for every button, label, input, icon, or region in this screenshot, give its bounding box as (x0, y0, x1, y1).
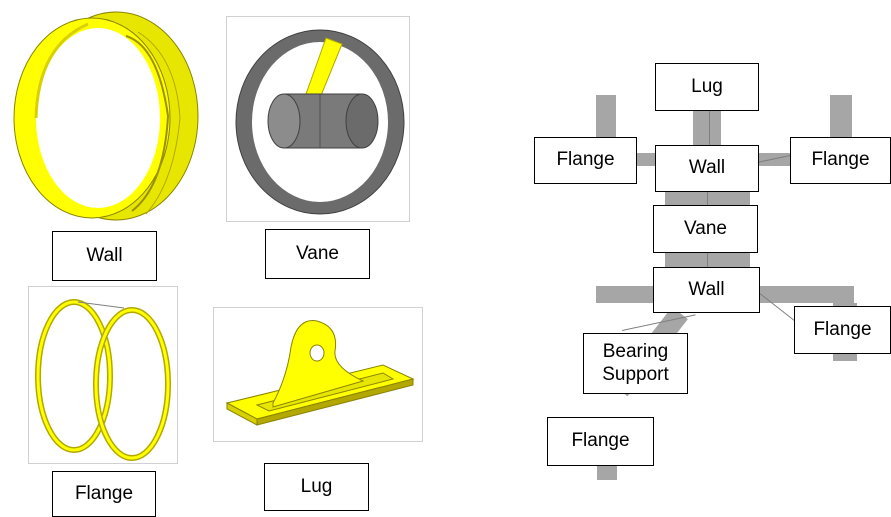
assembly-bearing-support: Bearing Support (583, 333, 688, 394)
wall-part-render (8, 6, 200, 224)
flange-part-render (28, 286, 178, 464)
assembly-flange-left: Flange (534, 137, 637, 184)
assembly-vane: Vane (653, 205, 758, 253)
connector-line (707, 253, 708, 267)
vane-part-label: Vane (265, 229, 370, 279)
wall-part-label: Wall (52, 231, 157, 281)
connector (693, 111, 721, 145)
connector-line (709, 111, 710, 147)
vane-part-render (226, 16, 410, 222)
lug-part-render (213, 307, 423, 442)
assembly-flange-lower-right: Flange (794, 306, 891, 354)
assembly-lug: Lug (655, 63, 759, 111)
flange-part-label: Flange (52, 471, 156, 517)
assembly-wall-top: Wall (655, 145, 759, 192)
lug-part-label: Lug (264, 463, 369, 511)
connector-line (707, 191, 708, 205)
connector (635, 153, 657, 166)
connector (597, 464, 617, 480)
assembly-flange-right: Flange (790, 137, 891, 184)
assembly-wall-bottom: Wall (653, 267, 760, 313)
assembly-flange-lower-left: Flange (547, 417, 654, 466)
